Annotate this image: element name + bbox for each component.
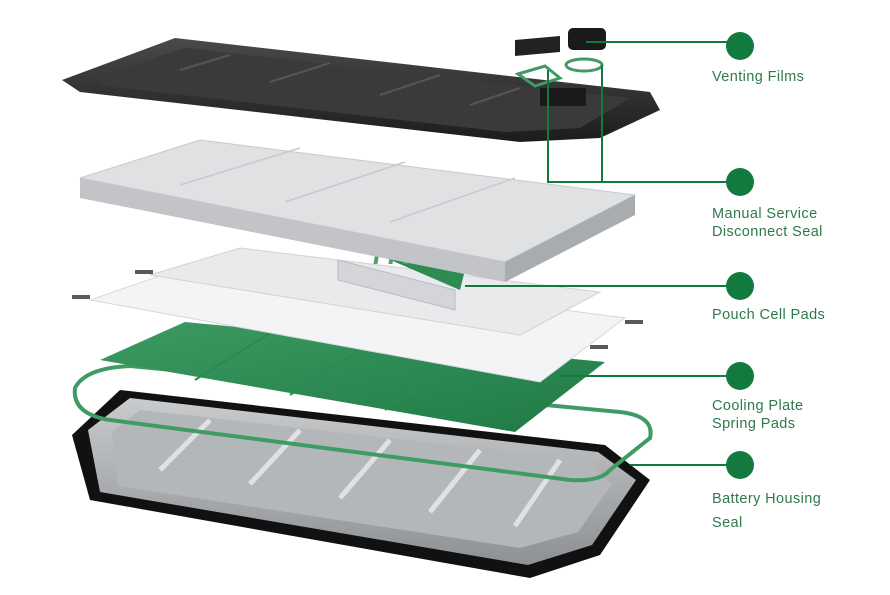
label-battery-housing-seal: Battery Housing Seal bbox=[712, 487, 821, 535]
label-pouch-cell-pads: Pouch Cell Pads bbox=[712, 306, 825, 324]
battery-housing-seal-ring bbox=[72, 363, 653, 483]
dot-cooling-plate bbox=[726, 362, 754, 390]
leader-msd-seal bbox=[547, 70, 727, 183]
label-line: Cooling Plate bbox=[712, 398, 804, 414]
dot-pouch-cell-pads bbox=[726, 272, 754, 300]
battery-modules bbox=[79, 139, 637, 311]
dot-venting-films bbox=[726, 32, 754, 60]
label-line: Pouch Cell Pads bbox=[712, 307, 826, 323]
label-cooling-plate-spring-pads: Cooling Plate Spring Pads bbox=[712, 397, 803, 433]
label-msd-seal: Manual Service Disconnect Seal bbox=[712, 205, 823, 241]
dot-msd-seal bbox=[726, 168, 754, 196]
dot-housing-seal bbox=[726, 451, 754, 479]
label-line: Venting Films bbox=[712, 69, 805, 85]
label-line: Manual Service bbox=[712, 206, 818, 222]
label-venting-films: Venting Films bbox=[712, 68, 804, 86]
label-line: Disconnect Seal bbox=[712, 224, 823, 240]
callout-dots bbox=[726, 32, 754, 479]
label-line: Battery Housing bbox=[712, 491, 822, 507]
label-line: Seal bbox=[712, 515, 743, 531]
leader-lines bbox=[465, 41, 727, 466]
battery-housing-tray bbox=[72, 390, 650, 578]
label-line: Spring Pads bbox=[712, 416, 796, 432]
battery-pack-lid bbox=[62, 28, 660, 142]
pouch-cell-sheets bbox=[72, 247, 643, 383]
